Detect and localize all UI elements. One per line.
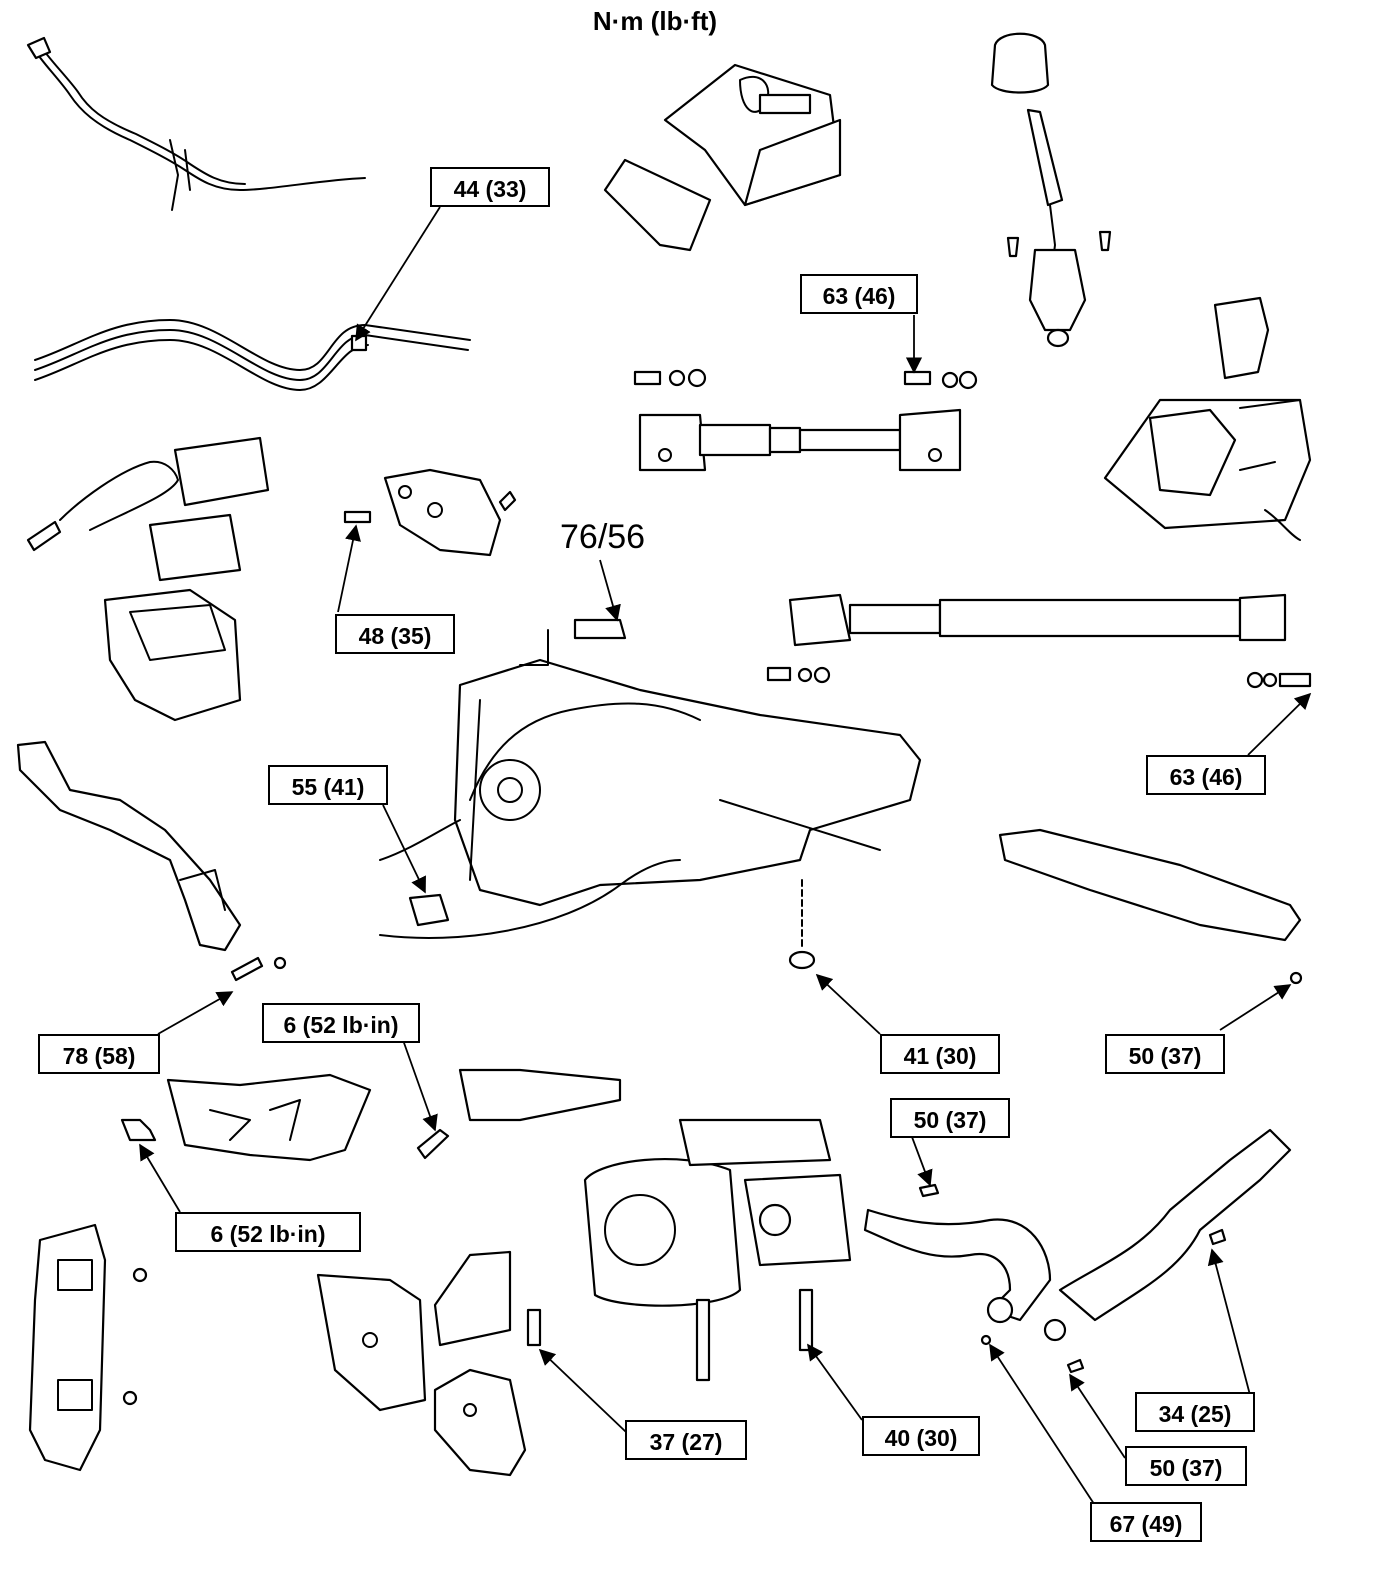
torque-callout-63-46-top: 63 (46)	[800, 274, 918, 314]
cooler-lines-drawing	[34, 319, 471, 391]
transfer-case-drawing	[583, 1118, 852, 1382]
shifter-assembly-drawing	[1103, 296, 1312, 541]
rear-propeller-shaft-drawing	[766, 593, 1312, 689]
torque-callout-67-49: 67 (49)	[1090, 1502, 1202, 1542]
exhaust-pipe-drawing	[863, 1128, 1292, 1374]
torque-callout-50-37-bottom: 50 (37)	[1125, 1446, 1247, 1486]
page-title: N·m (lb·ft)	[592, 6, 718, 36]
leader-lines	[139, 206, 1312, 1511]
console-drawing	[603, 63, 842, 252]
left-mount-drawing	[16, 740, 287, 982]
torque-callout-55-41: 55 (41)	[268, 765, 388, 805]
torque-callout-6-52-top: 6 (52 lb·in)	[262, 1003, 420, 1043]
torque-callout-40-30: 40 (30)	[862, 1416, 980, 1456]
cover-plate-drawing	[120, 1068, 622, 1162]
dipstick-tube-drawing	[26, 36, 366, 211]
mount-bracket-drawing	[343, 468, 517, 557]
torque-callout-41-30: 41 (30)	[880, 1034, 1000, 1074]
lower-brackets-drawing	[316, 1250, 542, 1477]
torque-callout-34-25: 34 (25)	[1135, 1392, 1255, 1432]
torque-callout-44-33: 44 (33)	[430, 167, 550, 207]
heat-shield-drawing	[28, 1223, 148, 1472]
transmission-drawing	[379, 618, 922, 970]
torque-callout-63-46-right: 63 (46)	[1146, 755, 1266, 795]
torque-label-76-56: 76/56	[560, 518, 646, 556]
torque-callout-48-35: 48 (35)	[335, 614, 455, 654]
torque-callout-37-27: 37 (27)	[625, 1420, 747, 1460]
shift-lever-drawing	[990, 32, 1112, 348]
torque-callout-50-37-right: 50 (37)	[1105, 1034, 1225, 1074]
crossmember-drawing	[998, 828, 1303, 985]
torque-callout-50-37-exhaust: 50 (37)	[890, 1098, 1010, 1138]
torque-callout-78-58: 78 (58)	[38, 1034, 160, 1074]
air-cleaner-drawing	[26, 436, 270, 722]
torque-callout-6-52-bottom: 6 (52 lb·in)	[175, 1212, 361, 1252]
front-propeller-shaft-drawing	[633, 368, 978, 472]
